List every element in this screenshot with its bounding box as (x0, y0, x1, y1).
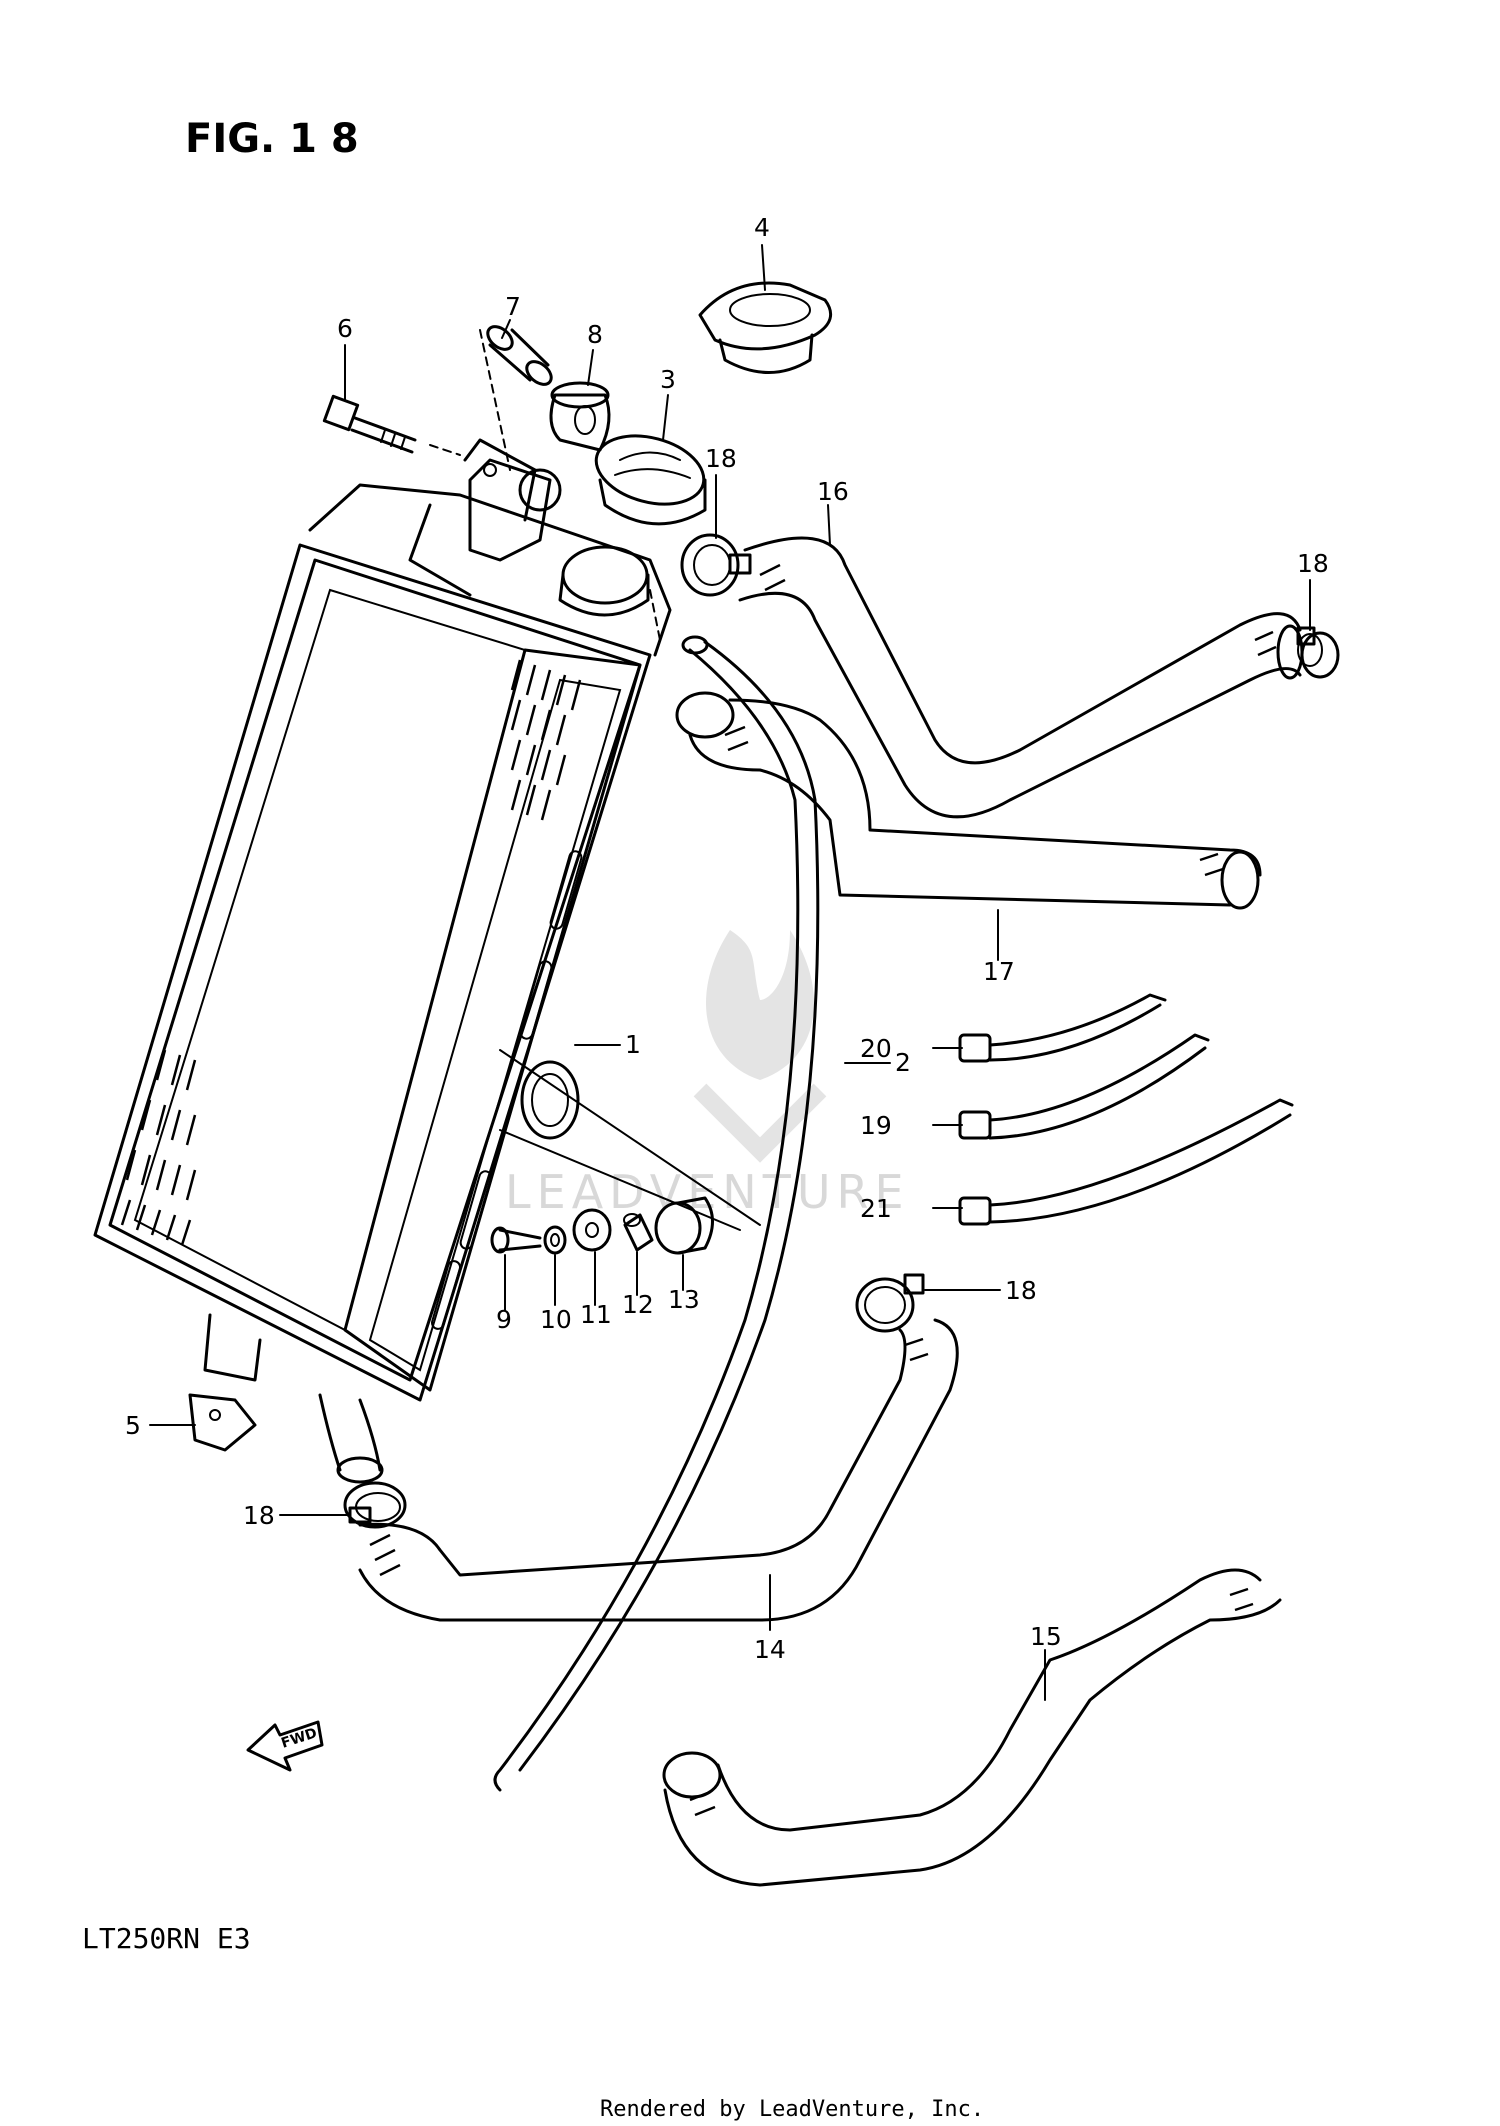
callout-15: 15 (1030, 1622, 1062, 1651)
fwd-arrow-icon: FWD (246, 1720, 324, 1772)
bracket-5-drawing (188, 1393, 257, 1452)
clamp-18c-drawing (855, 1273, 925, 1333)
callout-16: 16 (817, 477, 849, 506)
callout-10: 10 (540, 1305, 572, 1334)
callout-1: 1 (625, 1030, 641, 1059)
collar-7-drawing (486, 325, 553, 386)
collar-12-drawing (623, 1213, 654, 1252)
callout-7: 7 (505, 292, 521, 321)
callout-18b: 18 (1297, 549, 1329, 578)
callout-3: 3 (660, 365, 676, 394)
model-code: LT250RN E3 (82, 1922, 251, 1955)
callout-12: 12 (622, 1290, 654, 1319)
radiator-drawing (93, 438, 672, 1484)
reservoir-cap-4-drawing (698, 281, 833, 374)
washer-10-drawing (543, 1225, 567, 1255)
callout-19: 19 (860, 1111, 892, 1140)
washer-11-drawing (572, 1208, 612, 1252)
callout-17: 17 (983, 957, 1015, 986)
callout-20: 20 (860, 1034, 892, 1063)
hose-15-drawing (662, 1568, 1282, 1887)
leader-lines (149, 244, 1311, 1701)
callout-18c: 18 (1005, 1276, 1037, 1305)
callout-13: 13 (668, 1285, 700, 1314)
clamp-18a-drawing (680, 533, 752, 597)
cushion-8-drawing (549, 381, 611, 452)
radiator-cap-3-drawing (594, 434, 707, 526)
cable-tie-20-drawing (958, 993, 1167, 1063)
callout-6: 6 (337, 314, 353, 343)
callout-21: 21 (860, 1194, 892, 1223)
callout-2: 2 (895, 1048, 911, 1077)
callout-9: 9 (496, 1305, 512, 1334)
callout-18a: 18 (705, 444, 737, 473)
leadventure-watermark: LEADVENTURE (505, 930, 910, 1219)
cushion-13-drawing (654, 1196, 714, 1255)
hose-16-drawing (738, 536, 1304, 819)
cable-tie-21-drawing (958, 1098, 1294, 1226)
callout-18d: 18 (243, 1501, 275, 1530)
callout-11: 11 (580, 1300, 612, 1329)
callout-14: 14 (754, 1635, 786, 1664)
callout-4: 4 (754, 213, 770, 242)
bolt-6-drawing (322, 394, 417, 454)
callout-5: 5 (125, 1411, 141, 1440)
footer-credit: Rendered by LeadVenture, Inc. (600, 2097, 984, 2122)
overflow-hose-2-drawing (493, 635, 820, 1792)
hose-17-drawing (675, 691, 1262, 910)
watermark-text: LEADVENTURE (505, 1165, 910, 1219)
bolt-9-drawing (490, 1226, 542, 1254)
figure-title: FIG. 1 8 (185, 116, 359, 162)
callout-8: 8 (587, 320, 603, 349)
cable-tie-19-drawing (958, 1033, 1210, 1140)
clamp-18b-drawing (1296, 626, 1340, 679)
clamp-18d-drawing (343, 1481, 407, 1529)
hose-14-drawing (358, 1318, 959, 1622)
